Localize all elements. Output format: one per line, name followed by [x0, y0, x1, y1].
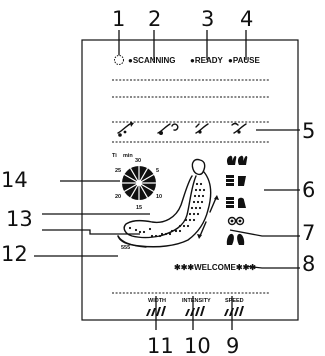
- callout-8: 8: [302, 252, 315, 276]
- body-part-icons: [226, 155, 248, 245]
- massage-mode-icon: [117, 122, 134, 137]
- timer-tick-10: 10: [156, 194, 162, 200]
- intensity-label: INTENSITY: [182, 298, 211, 304]
- shoulders-icon: [226, 197, 246, 208]
- arms-icon: [226, 175, 246, 186]
- massage-mode-icon: [231, 122, 247, 134]
- width-level-bar: [146, 306, 166, 316]
- width-label: WIDTH: [148, 298, 166, 304]
- massage-mode-icons: [117, 122, 247, 137]
- status-pause: ●PAUSE: [228, 56, 260, 65]
- speed-level-bar: [224, 306, 244, 316]
- callout-13: 13: [6, 207, 33, 231]
- status-indicator-icon: [114, 55, 124, 65]
- status-scanning: ●SCANNING: [128, 56, 176, 65]
- callout-6: 6: [302, 178, 315, 202]
- hands-icon: [226, 155, 248, 165]
- callout-9: 9: [226, 334, 239, 356]
- timer-label: Ti: [112, 153, 117, 159]
- callout-12: 12: [1, 242, 28, 266]
- callout-11: 11: [147, 334, 174, 356]
- display-frame: [81, 39, 299, 321]
- speed-label: SPEED: [225, 298, 244, 304]
- heat-label: 555: [121, 245, 130, 251]
- intensity-level-bar: [185, 306, 205, 316]
- callout-4: 4: [240, 7, 253, 31]
- welcome-text: ✱✱✱WELCOME✱✱✱: [174, 263, 256, 272]
- timer-tick-15: 15: [136, 205, 142, 211]
- timer-tick-20: 20: [115, 194, 121, 200]
- knees-icon: [227, 216, 245, 226]
- massage-mode-icon: [157, 123, 179, 135]
- timer-tick-25: 25: [115, 168, 121, 174]
- leader-lines: [34, 30, 300, 330]
- timer-dial: Ti min 30 5 10 15 20 25: [112, 153, 162, 211]
- massage-mode-icon: [195, 123, 209, 134]
- chair-figure: [117, 158, 219, 248]
- callout-3: 3: [201, 7, 214, 31]
- status-ready: ●READY: [190, 56, 224, 65]
- timer-unit: min: [123, 153, 133, 159]
- callout-5: 5: [302, 119, 315, 143]
- callout-1: 1: [112, 7, 125, 31]
- callout-14: 14: [1, 168, 28, 192]
- callout-7: 7: [302, 221, 315, 245]
- timer-tick-30: 30: [135, 158, 141, 164]
- level-bars: WIDTH INTENSITY SPEED: [146, 298, 244, 316]
- feet-icon: [226, 233, 245, 245]
- acupoint-dots: [128, 182, 206, 238]
- callout-2: 2: [148, 7, 161, 31]
- timer-tick-5: 5: [156, 168, 159, 174]
- callout-10: 10: [184, 334, 211, 356]
